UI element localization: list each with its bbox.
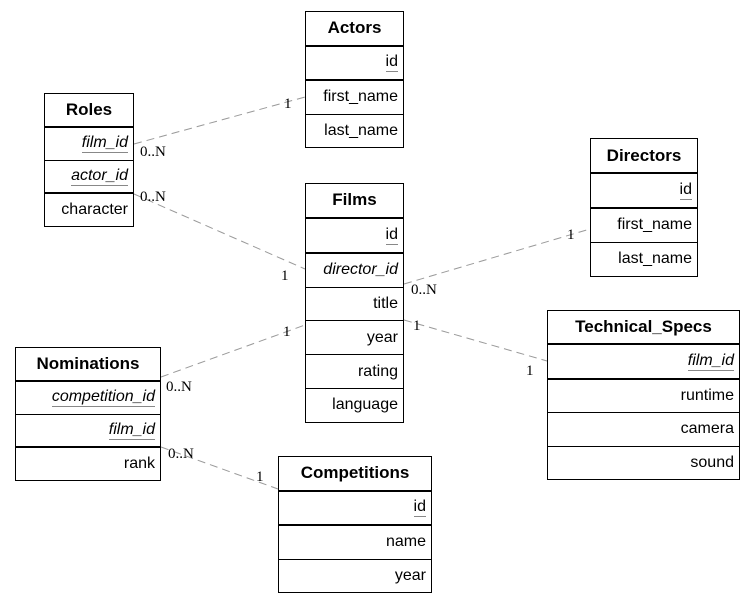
field-actors-id: id [306, 47, 403, 81]
field-technical-specs-runtime: runtime [548, 380, 739, 414]
cardinality-nominations-films-1: 1 [283, 324, 291, 340]
field-films-id: id [306, 219, 403, 254]
field-roles-character: character [61, 200, 128, 218]
edge-roles-actors [133, 96, 306, 145]
table-roles-title: Roles [45, 94, 133, 128]
cardinality-films-techspecs-left: 1 [413, 318, 421, 334]
cardinality-roles-actors-1: 1 [284, 96, 292, 112]
field-actors-first-name: first_name [306, 81, 403, 115]
field-roles-film-id: film_id [45, 128, 133, 161]
field-films-title: title [306, 288, 403, 322]
cardinality-films-techspecs-right: 1 [526, 363, 534, 379]
field-directors-last-name: last_name [618, 250, 692, 268]
field-technical-specs-camera: camera [548, 413, 739, 447]
edge-nominations-competitions [160, 446, 279, 490]
table-technical-specs: Technical_Specs film_id runtime camera s… [547, 310, 740, 480]
cardinality-nominations-competitions-n: 0..N [168, 446, 194, 462]
table-nominations: Nominations competition_id film_id rank [15, 347, 161, 481]
table-technical-specs-title: Technical_Specs [548, 311, 739, 346]
field-nominations-competition-id: competition_id [16, 382, 160, 415]
field-directors-first-name: first_name [591, 209, 697, 243]
cardinality-nominations-competitions-1: 1 [256, 469, 264, 485]
table-actors: Actors id first_name last_name [305, 11, 404, 148]
cardinality-roles-films-n: 0..N [140, 189, 166, 205]
table-competitions-title: Competitions [279, 457, 431, 492]
edge-films-technical-specs [403, 319, 548, 362]
cardinality-roles-actors-n: 0..N [140, 144, 166, 160]
field-films-year: year [306, 321, 403, 356]
cardinality-films-directors-1: 1 [567, 227, 575, 243]
field-competitions-name: name [279, 526, 431, 560]
table-roles: Roles film_id actor_id character [44, 93, 134, 227]
cardinality-roles-films-1: 1 [281, 268, 289, 284]
cardinality-nominations-films-n: 0..N [166, 379, 192, 395]
field-films-language: language [332, 396, 398, 414]
field-roles-actor-id: actor_id [45, 161, 133, 195]
table-directors: Directors id first_name last_name [590, 138, 698, 277]
field-technical-specs-film-id: film_id [548, 345, 739, 380]
cardinality-films-directors-n: 0..N [411, 282, 437, 298]
table-films: Films id director_id title year rating l… [305, 183, 404, 423]
field-actors-last-name: last_name [324, 121, 398, 139]
field-nominations-rank: rank [123, 454, 155, 472]
field-competitions-id: id [279, 492, 431, 526]
edge-roles-films [133, 193, 306, 270]
field-competitions-year: year [394, 566, 426, 584]
table-nominations-title: Nominations [16, 348, 160, 382]
field-films-director-id: director_id [306, 254, 403, 288]
field-directors-id: id [591, 174, 697, 209]
field-technical-specs-sound: sound [690, 453, 734, 471]
table-directors-title: Directors [591, 139, 697, 174]
table-competitions: Competitions id name year [278, 456, 432, 593]
table-actors-title: Actors [306, 12, 403, 47]
field-nominations-film-id: film_id [16, 415, 160, 449]
edge-films-directors [403, 228, 591, 285]
table-films-title: Films [306, 184, 403, 219]
field-films-rating: rating [306, 355, 403, 390]
